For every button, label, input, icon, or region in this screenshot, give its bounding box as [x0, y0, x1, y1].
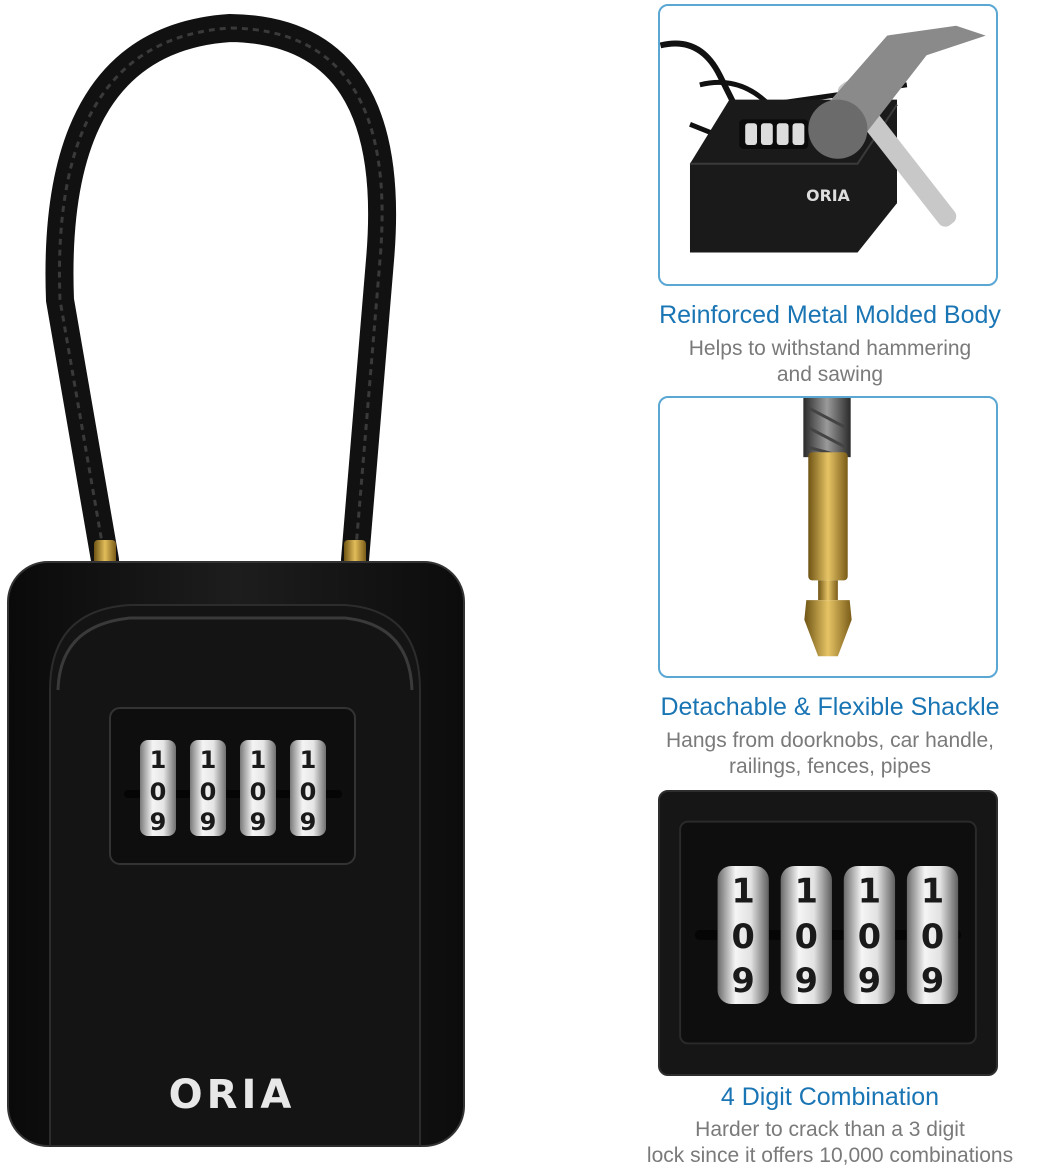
feature-image-combination: 1 0 9 1 0 9 1 0 9 1 0 9 [658, 790, 998, 1076]
feature-image-shackle [658, 396, 998, 678]
dial-digit: 1 [732, 871, 755, 910]
dial-digit: 0 [921, 917, 944, 956]
combination-dials-icon: 1 0 9 1 0 9 1 0 9 1 0 9 [679, 820, 977, 1045]
dial-digit: 1 [921, 871, 944, 910]
wheel-digits: 1 0 9 1 0 9 1 0 9 1 0 9 [150, 746, 317, 836]
brand-logo: ORIA [169, 1072, 296, 1118]
dial-digit: 0 [732, 917, 755, 956]
dial-digit: 1 [200, 746, 217, 774]
shackle-brass-tip-icon [803, 398, 852, 657]
dial-digit: 0 [250, 778, 267, 806]
dial-digit: 0 [795, 917, 818, 956]
dial-digit: 0 [300, 778, 317, 806]
cable-shackle [45, 13, 397, 574]
dial-digit: 9 [200, 808, 217, 836]
dial-digit: 0 [200, 778, 217, 806]
dial-digit: 9 [250, 808, 267, 836]
dial-digit: 9 [858, 961, 881, 1000]
feature-title-shackle: Detachable & Flexible Shackle [660, 693, 1000, 721]
dial-digit: 9 [795, 961, 818, 1000]
feature-desc-combination: Harder to crack than a 3 digit lock sinc… [646, 1118, 1014, 1167]
hammer-on-lockbox-icon: ORIA [660, 25, 986, 253]
feature-desc-metal-body: Helps to withstand hammering and sawing [688, 337, 972, 386]
svg-text:ORIA: ORIA [806, 186, 850, 205]
dial-digit: 0 [858, 917, 881, 956]
dial-digit: 9 [300, 808, 317, 836]
feature-desc-shackle: Hangs from doorknobs, car handle, railin… [665, 729, 994, 778]
dial-digit: 1 [150, 746, 167, 774]
dial-digit: 1 [795, 871, 818, 910]
dial-digit: 9 [150, 808, 167, 836]
feature-image-metal-body: ORIA [658, 4, 998, 286]
dial-digit: 1 [300, 746, 317, 774]
dial-digit: 1 [858, 871, 881, 910]
feature-title-metal-body: Reinforced Metal Molded Body [659, 301, 1001, 329]
lockbox-product-image: 1 0 9 1 0 9 1 0 9 1 0 9 ORIA [7, 13, 465, 1147]
dial-digit: 9 [921, 961, 944, 1000]
combination-wheels [140, 740, 326, 836]
dial-digit: 1 [250, 746, 267, 774]
lockbox-illustration: 1 0 9 1 0 9 1 0 9 1 0 9 ORIA [7, 13, 465, 1147]
dial-digit: 0 [150, 778, 167, 806]
dial-digit: 9 [732, 961, 755, 1000]
feature-title-combination: 4 Digit Combination [720, 1083, 940, 1111]
